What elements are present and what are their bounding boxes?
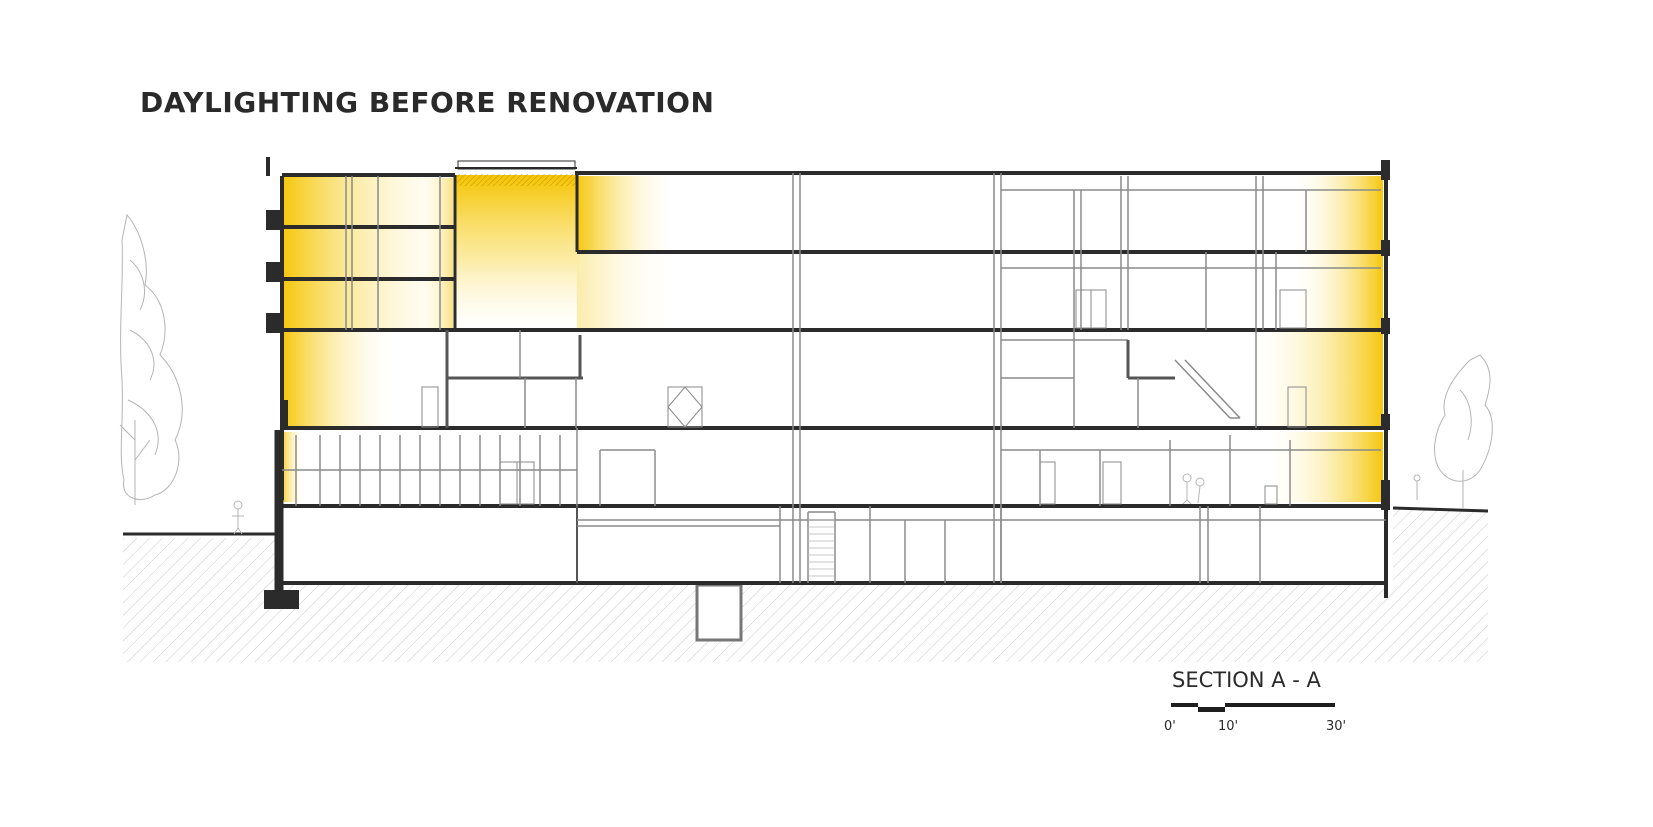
scale-label-0: 0' [1164, 719, 1176, 734]
basement-stair [808, 519, 835, 577]
tree-left [119, 213, 183, 505]
section-label: SECTION A - A [1172, 668, 1321, 692]
tree-right [1434, 354, 1493, 508]
facade-slab-edges [266, 160, 1390, 510]
doors [421, 289, 1307, 505]
building-structure [266, 157, 1388, 598]
drawing-title: DAYLIGHTING BEFORE RENOVATION [140, 86, 715, 119]
scale-label-30: 30' [1326, 719, 1347, 734]
scale-label-10: 10' [1218, 719, 1239, 734]
scale-bar [1171, 703, 1335, 712]
daylight-zones [283, 174, 1383, 502]
people-figures [232, 473, 1421, 535]
